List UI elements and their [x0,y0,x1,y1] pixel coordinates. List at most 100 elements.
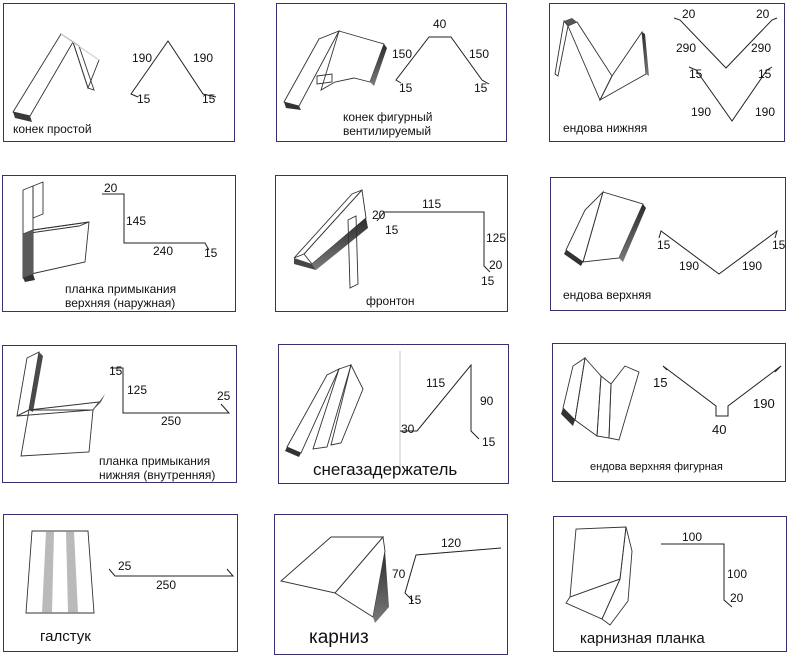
upper-abutment-strip-3d [22,181,90,282]
dimension-label: 15 [385,223,399,237]
dimension-label: 20 [730,591,744,605]
gable-strip-3d [293,188,368,289]
product-drawing: 15 190 40 [561,356,782,441]
product-name: карнизная планка [580,630,705,647]
dimension-label: 15 [653,375,667,390]
dimension-label: 20 [372,208,386,222]
dimension-label: 290 [676,41,696,55]
dimension-label: 190 [691,105,711,119]
dimension-label: 40 [433,17,447,31]
dimension-label: 240 [153,244,173,258]
dimension-label: 15 [474,81,488,95]
product-name-line-1: планка примыкания [99,454,211,468]
dimension-label: 150 [392,47,412,61]
valley-upper-figured-profile: 15 190 40 [653,365,782,437]
dimension-label: 115 [422,197,441,211]
dimension-label: 250 [161,414,181,428]
upper-abutment-strip-profile: 20 145 240 15 [102,181,218,260]
dimension-label: 15 [482,435,496,449]
valley-upper-figured-3d [561,356,640,441]
product-drawing: 190 190 15 15 [12,33,217,122]
dimension-label: 15 [408,593,422,607]
product-card-konek-prostoy: 190 190 15 15 конек простой [3,3,235,142]
dimension-label: 190 [753,396,775,411]
dimension-label: 15 [657,238,671,252]
dimension-label: 25 [217,389,231,403]
product-card-planka-verkhnyaya: 20 145 240 15 планка примыкания верхняя … [2,175,236,312]
dimension-label: 15 [689,67,703,81]
dimension-label: 290 [751,41,771,55]
dimension-label: 100 [682,530,702,544]
product-name: снегазадержатель [313,460,458,479]
valley-lower-3d [554,18,649,102]
product-drawing: 15 125 25 250 [16,351,231,457]
dimension-label: 40 [712,422,726,437]
dimension-label: 120 [441,536,461,550]
product-name: ендова нижняя [563,121,648,135]
dimension-label: 15 [137,92,151,106]
ridge-vented-profile: 40 150 150 15 15 [392,17,489,95]
dimension-label: 70 [392,567,406,581]
product-name-line-2: нижняя (внутренняя) [99,468,216,482]
dimension-label: 15 [202,92,216,106]
lower-abutment-strip-profile: 15 125 25 250 [109,364,231,428]
snow-guard-profile: 115 90 30 15 [400,363,496,449]
product-name: галстук [40,628,91,645]
product-name: ендова верхняя фигурная [590,461,723,473]
product-card-fronton: 115 20 15 125 20 15 фронтон [275,175,508,312]
product-name-line-1: конек фигурный [343,110,433,124]
dimension-label: 30 [401,422,415,436]
product-drawing: 100 100 20 [565,526,747,626]
product-drawing: 20 20 290 290 15 15 190 190 [554,7,778,122]
eaves-strip-3d [280,535,389,623]
product-drawing: 120 70 15 [280,535,502,623]
product-card-karniznaya-planka: 100 100 20 карнизная планка [553,516,787,652]
dimension-label: 25 [118,559,132,573]
product-card-galstuk: 25 250 галстук [3,514,238,652]
product-card-endova-nizhnyaya: 20 20 290 290 15 15 190 190 ендова нижня… [549,3,785,142]
product-drawing: 20 145 240 15 [22,181,218,282]
dimension-label: 100 [727,567,747,581]
snow-guard-3d [285,363,364,457]
valley-upper-3d [564,190,646,266]
dimension-label: 20 [756,7,770,21]
lower-abutment-strip-3d [16,351,105,457]
product-drawing: 115 20 15 125 20 15 [293,188,506,289]
product-drawing: 15 15 190 190 [564,190,786,275]
dimension-label: 115 [426,376,445,390]
product-drawing: 40 150 150 15 15 [283,17,489,110]
ridge-vented-3d [283,30,387,110]
dimension-label: 145 [126,214,146,228]
dimension-label: 125 [486,231,506,245]
product-card-snegozaderzhatel: 115 90 30 15 снегазадержатель [278,344,509,484]
tie-strip-profile: 25 250 [108,559,235,592]
dimension-label: 15 [109,364,123,378]
dimension-label: 20 [682,7,696,21]
product-card-endova-figurnaya: 15 190 40 ендова верхняя фигурная [552,343,786,482]
dimension-label: 190 [755,105,775,119]
dimension-label: 150 [469,47,489,61]
ridge-simple-3d [12,33,100,122]
tie-strip-3d [25,530,95,614]
product-name-line-1: планка примыкания [65,282,177,296]
product-drawing: 115 90 30 15 [285,351,496,471]
product-name-line-2: верхняя (наружная) [65,296,176,310]
dimension-label: 190 [742,259,762,273]
product-name: конек простой [13,122,92,136]
product-name: ендова верхняя [563,288,652,302]
valley-lower-profile: 20 20 290 290 15 15 190 190 [673,7,778,122]
gable-strip-profile: 115 20 15 125 20 15 [372,197,506,288]
valley-upper-profile: 15 15 190 190 [657,229,786,275]
dimension-label: 125 [127,383,147,397]
eaves-strip-profile: 120 70 15 [392,536,502,607]
dimension-label: 20 [104,181,118,195]
product-drawing: 25 250 [25,530,235,614]
dimension-label: 190 [132,51,152,65]
dimension-label: 15 [204,246,218,260]
product-name-line-2: вентилируемый [343,124,432,138]
product-name: карниз [309,627,369,648]
dimension-label: 15 [772,238,786,252]
product-card-karniz: 120 70 15 карниз [274,514,508,655]
ridge-simple-profile: 190 190 15 15 [130,40,217,106]
product-card-endova-verkhnyaya: 15 15 190 190 ендова верхняя [550,177,786,311]
